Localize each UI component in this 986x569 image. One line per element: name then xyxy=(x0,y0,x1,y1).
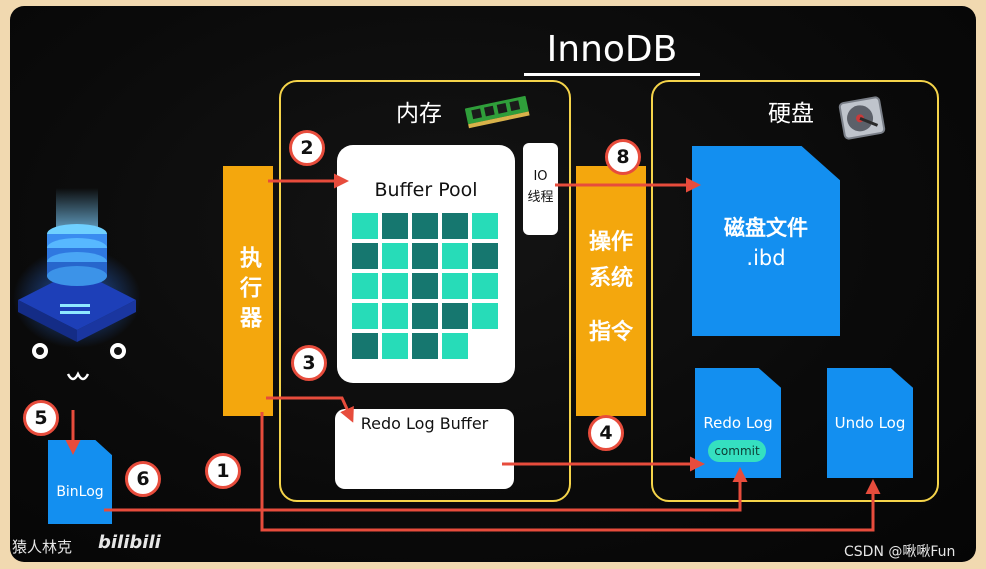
os-instruction-line3: 指令 xyxy=(588,320,633,345)
disk-file-ibd: 磁盘文件 .ibd xyxy=(692,146,840,336)
buffer-page-cell xyxy=(412,333,438,359)
buffer-page-cell xyxy=(412,303,438,329)
memory-label: 内存 xyxy=(396,101,442,127)
redo-log-buffer-box: Redo Log Buffer xyxy=(335,409,514,489)
buffer-page-cell xyxy=(442,213,468,239)
watermark-right: CSDN @啾啾Fun xyxy=(844,544,956,560)
os-instruction-line1: 操作 xyxy=(588,230,633,255)
buffer-page-cell xyxy=(442,273,468,299)
commit-badge: commit xyxy=(708,440,766,462)
io-thread-line1: IO xyxy=(533,169,548,184)
watermark-left: 猿人林克 xyxy=(12,538,73,556)
database-server-icon xyxy=(13,188,141,381)
step-3-marker: 3 xyxy=(291,345,327,381)
undo-log-file: Undo Log xyxy=(827,368,913,478)
buffer-page-cell xyxy=(442,303,468,329)
disk-file-line2: .ibd xyxy=(746,246,786,270)
disk-region xyxy=(651,80,939,502)
io-thread-line2: 线程 xyxy=(527,190,554,205)
redo-log-file: Redo Log xyxy=(695,368,781,478)
redo-log-buffer-label: Redo Log Buffer xyxy=(360,414,489,433)
executor-bar: 执行器 xyxy=(223,166,273,416)
buffer-page-cell xyxy=(352,303,378,329)
diagram-title: InnoDB xyxy=(546,29,678,70)
ram-chip-icon xyxy=(464,95,530,129)
hard-disk-icon xyxy=(838,96,886,140)
buffer-page-cell xyxy=(352,213,378,239)
arrow-binlog-to-commit xyxy=(104,467,748,512)
step-5-marker: 5 xyxy=(23,400,59,436)
buffer-page-cell xyxy=(472,243,498,269)
arrow-executor-to-redo-log-buffer xyxy=(266,396,354,423)
step-1-marker: 1 xyxy=(205,453,241,489)
buffer-page-cell xyxy=(352,243,378,269)
os-instruction-line2: 系统 xyxy=(588,266,633,291)
buffer-page-cell xyxy=(352,273,378,299)
undo-log-label: Undo Log xyxy=(834,414,906,432)
step-8-marker: 8 xyxy=(605,139,641,175)
buffer-page-cell xyxy=(412,273,438,299)
buffer-page-cell xyxy=(382,333,408,359)
buffer-page-cell xyxy=(412,243,438,269)
binlog-label: BinLog xyxy=(56,484,104,500)
redo-log-label: Redo Log xyxy=(703,414,773,432)
arrow-executor-to-undo-log xyxy=(260,412,881,532)
watermark-brand: bilibili xyxy=(98,532,161,553)
os-instruction-bar: 操作 系统 指令 xyxy=(576,166,646,416)
disk-file-line1: 磁盘文件 xyxy=(724,216,808,240)
buffer-page-cell xyxy=(382,273,408,299)
memory-region xyxy=(279,80,571,502)
step-4-marker: 4 xyxy=(588,415,624,451)
buffer-pool-box: Buffer Pool xyxy=(337,145,515,383)
buffer-page-cell xyxy=(382,243,408,269)
io-thread-box: IO 线程 xyxy=(523,143,558,235)
buffer-page-cell xyxy=(442,243,468,269)
buffer-page-cell xyxy=(472,273,498,299)
buffer-page-cell xyxy=(352,333,378,359)
buffer-page-cell xyxy=(382,213,408,239)
buffer-page-cell xyxy=(382,303,408,329)
buffer-page-cell xyxy=(442,333,468,359)
buffer-page-cell xyxy=(412,213,438,239)
step-2-marker: 2 xyxy=(289,130,325,166)
buffer-page-cell xyxy=(472,303,498,329)
executor-label: 执行器 xyxy=(236,246,261,336)
step-6-marker: 6 xyxy=(125,461,161,497)
buffer-page-cell xyxy=(472,213,498,239)
title-underline xyxy=(524,73,700,76)
disk-label: 硬盘 xyxy=(768,101,814,127)
buffer-pool-label: Buffer Pool xyxy=(374,179,478,201)
